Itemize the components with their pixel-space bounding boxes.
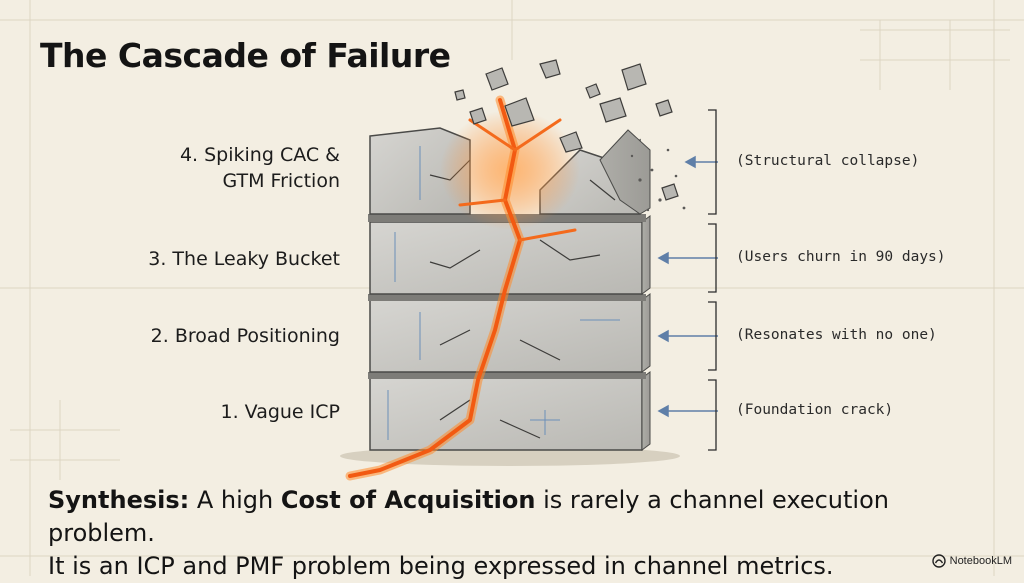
layer-label-3: 3. The Leaky Bucket [148, 248, 340, 270]
arrow-1-head-icon [657, 404, 669, 418]
joint-1 [368, 372, 646, 379]
notebooklm-logo-icon [931, 554, 946, 568]
synthesis-part2: is rarely a channel execution problem. [48, 486, 889, 547]
synthesis-line2: It is an ICP and PMF problem being expre… [48, 552, 834, 580]
brand-watermark: NotebookLM [931, 554, 1012, 568]
bracket-4 [708, 109, 717, 215]
layer-label-2: 2. Broad Positioning [150, 325, 340, 347]
layer-note-2: (Resonates with no one) [736, 327, 937, 343]
bracket-1 [708, 379, 717, 451]
synthesis-lead: Synthesis: [48, 486, 190, 514]
page-title: The Cascade of Failure [40, 36, 451, 75]
layer-note-4: (Structural collapse) [736, 153, 920, 169]
debris [454, 59, 679, 201]
debris-dust [630, 148, 686, 212]
block-2 [369, 293, 651, 373]
arrow-2-head-icon [657, 329, 669, 343]
layer-label-4: 4. Spiking CAC & GTM Friction [179, 144, 340, 192]
crack-core [348, 98, 522, 478]
layer-label-1: 1. Vague ICP [220, 401, 341, 423]
bracket-3 [708, 223, 717, 293]
synthesis-part1: A high [189, 486, 281, 514]
synthesis-text: Synthesis: A high Cost of Acquisition is… [48, 484, 988, 583]
block-1 [369, 371, 651, 451]
arrow-3-head-icon [657, 251, 669, 265]
layer-note-1: (Foundation crack) [736, 402, 894, 418]
brand-name: NotebookLM [949, 555, 1012, 567]
crack-branches [458, 118, 577, 242]
synthesis-emphasis: Cost of Acquisition [280, 486, 536, 514]
bracket-2 [708, 301, 717, 371]
layer-note-3: (Users churn in 90 days) [736, 249, 946, 265]
arrow-4-head-icon [684, 155, 696, 169]
